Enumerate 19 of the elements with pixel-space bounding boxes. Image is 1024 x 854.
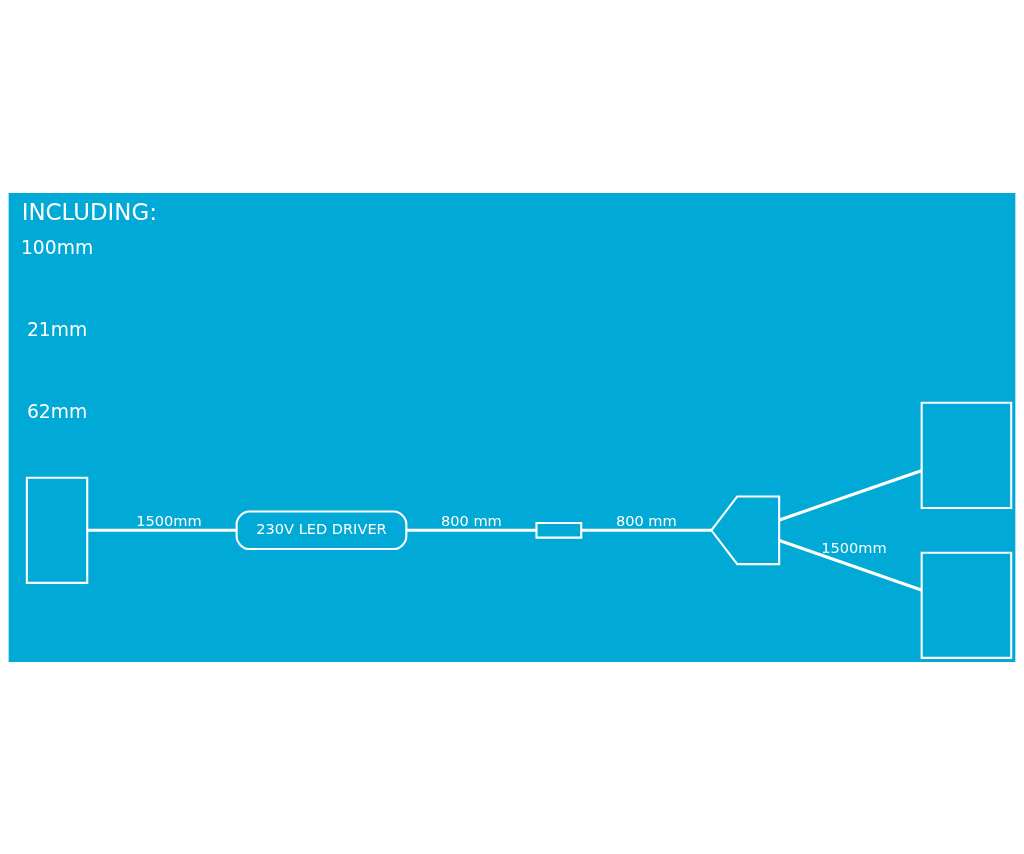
label: 21mm: [26, 318, 88, 340]
edge-label: 800 mm: [615, 511, 677, 529]
connector: [778, 468, 922, 521]
connector: [778, 538, 922, 591]
node-box: [920, 551, 1013, 659]
label: 100mm: [20, 236, 94, 258]
diagram-title: INCLUDING:: [21, 198, 157, 225]
label: 62mm: [26, 400, 88, 422]
node-box: [25, 476, 89, 584]
edge-label: 800 mm: [441, 511, 502, 529]
connector: [87, 528, 237, 532]
node-bar: [535, 521, 583, 539]
node-box: [920, 401, 1013, 509]
node-box: [710, 494, 781, 565]
node-box: 230V LED DRIVER: [235, 510, 408, 550]
connector: [406, 528, 537, 532]
connector: [581, 528, 712, 532]
edge-label: 1500mm: [821, 538, 887, 556]
edge-label: 1500mm: [136, 511, 202, 529]
